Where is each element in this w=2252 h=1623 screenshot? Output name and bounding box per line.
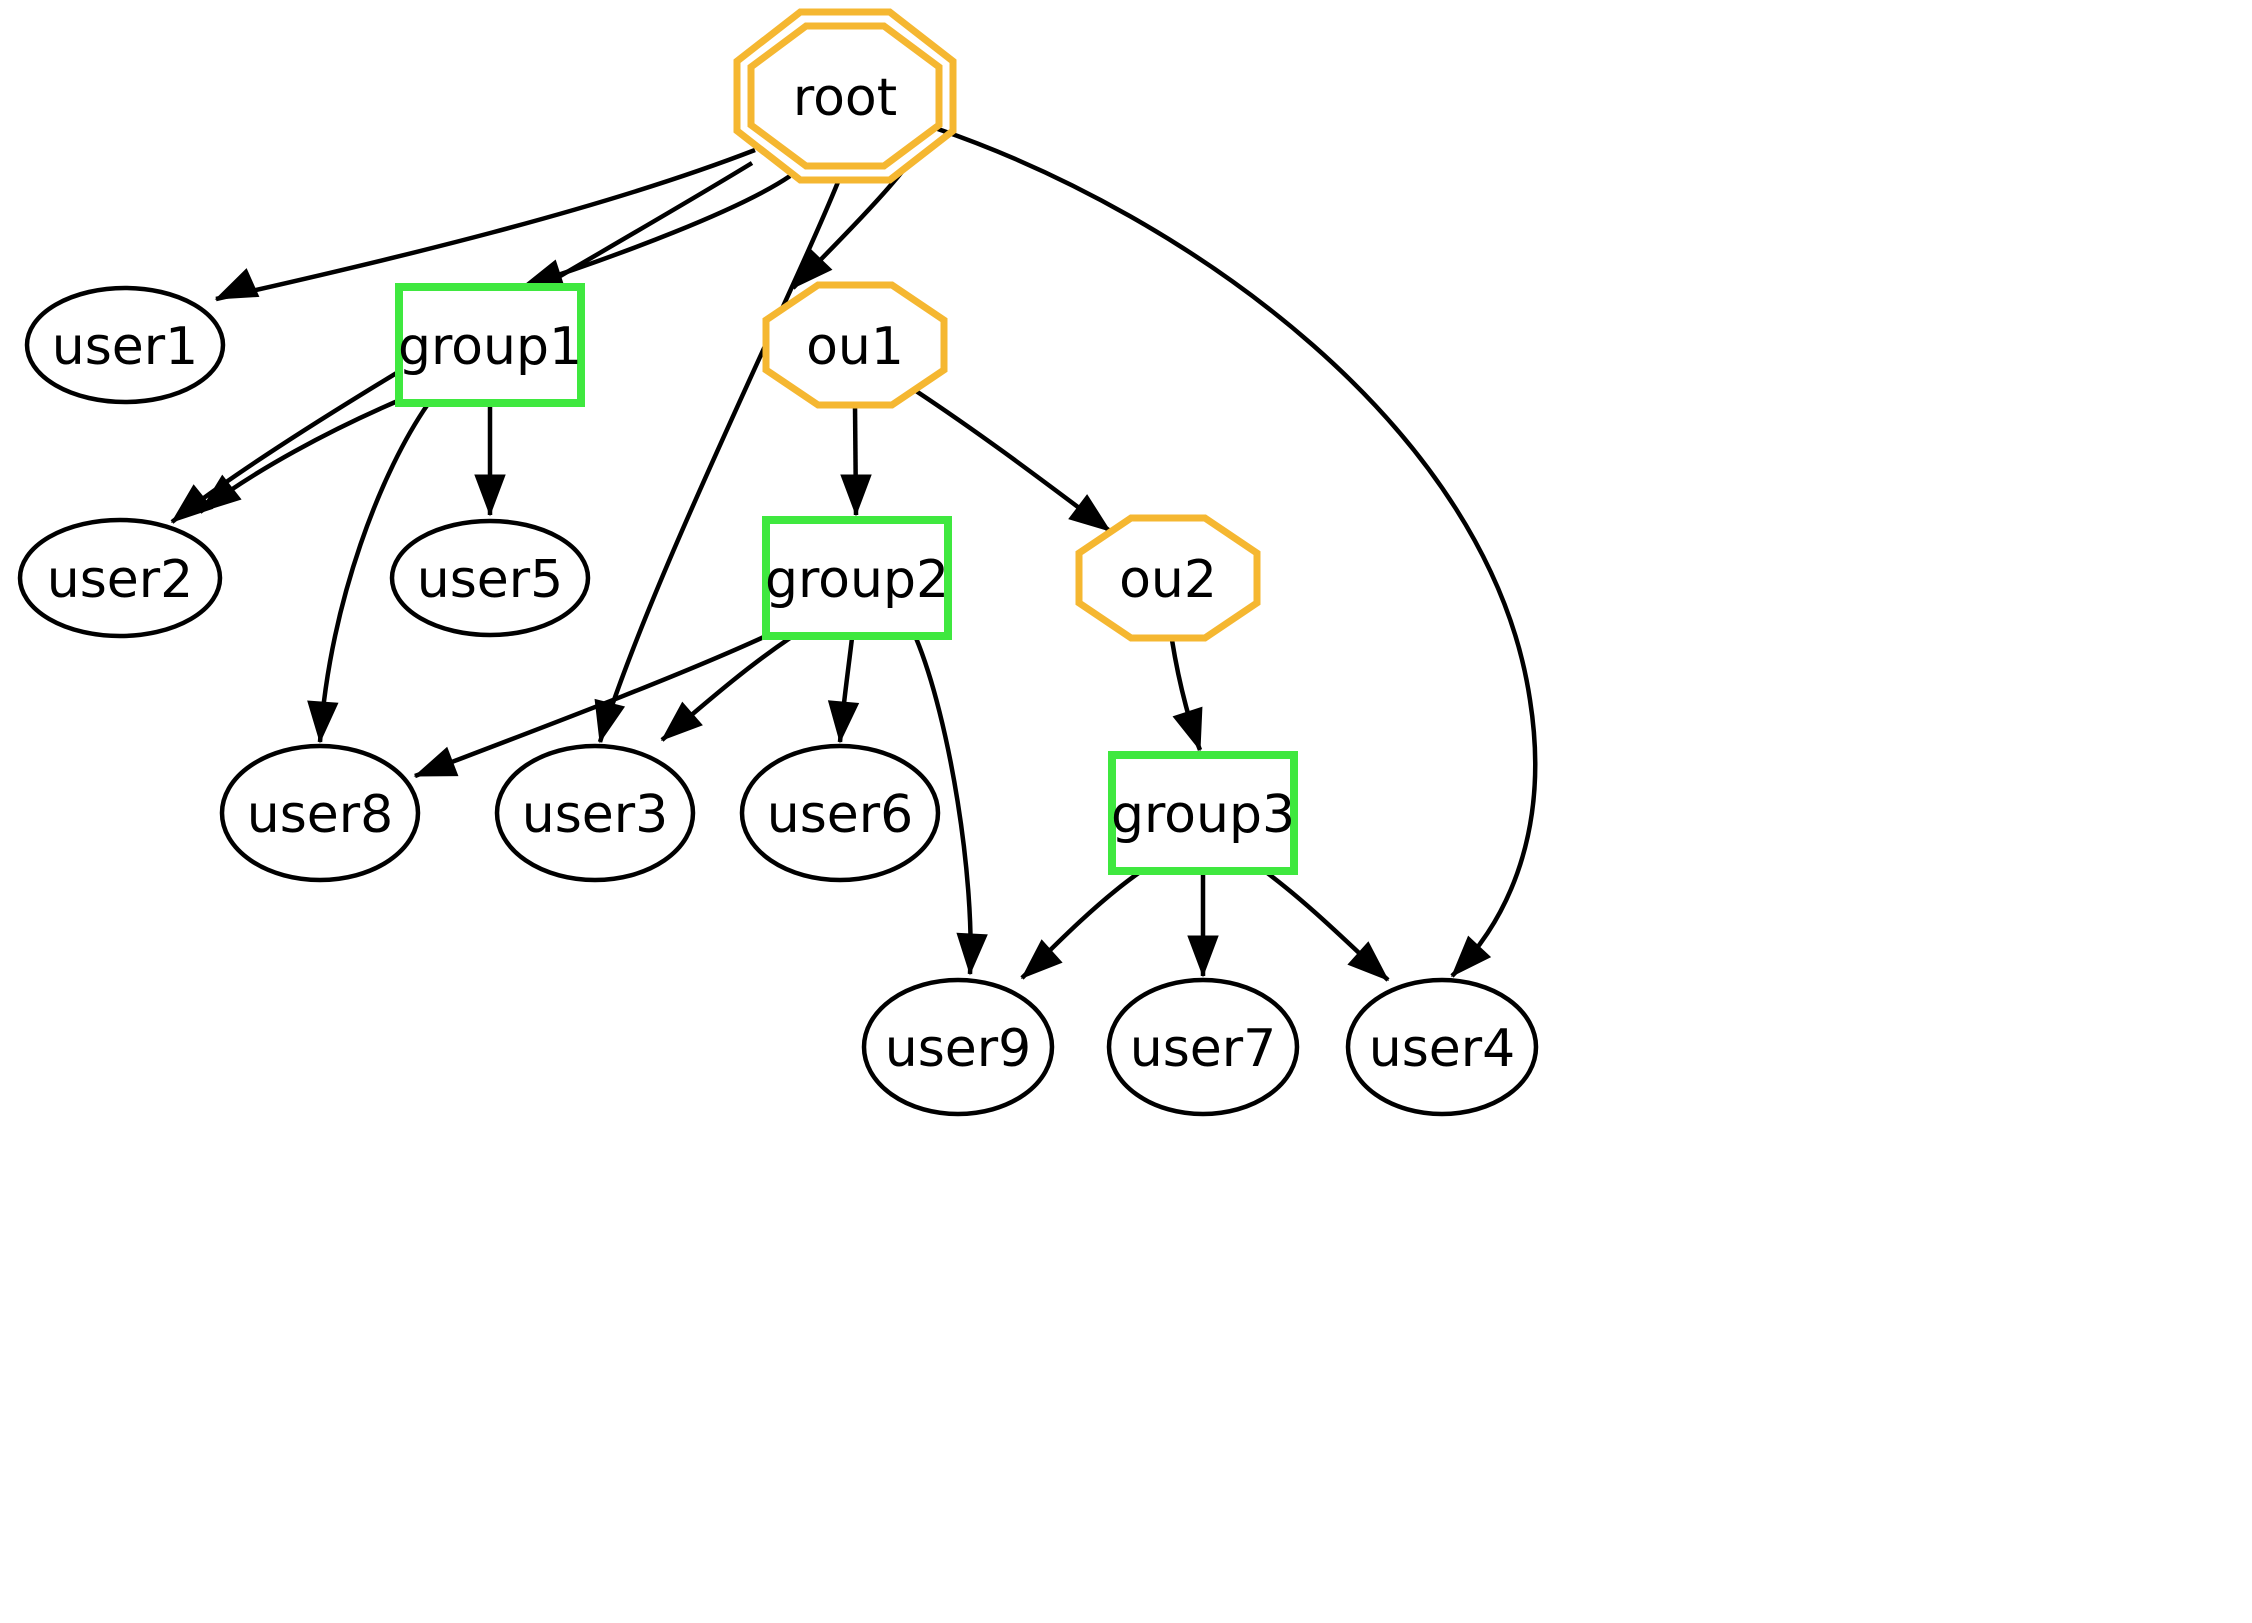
arrow-head [1172, 706, 1203, 752]
node-user2[interactable]: user2 [17, 517, 223, 639]
node-shape-ellipse[interactable] [1106, 977, 1300, 1117]
node-user5[interactable]: user5 [389, 518, 591, 638]
arrow-head [170, 484, 214, 523]
node-shape-box[interactable] [1108, 751, 1298, 875]
edge-group1-to-user5 [474, 404, 506, 517]
arrow-head [198, 474, 242, 513]
edge-group3-to-user9 [1020, 870, 1142, 980]
edge-group2-to-user9 [913, 637, 988, 976]
edge-ou2-to-group3 [1169, 639, 1203, 752]
node-shape-box[interactable] [762, 516, 952, 640]
arrow-head [956, 932, 988, 976]
edge-group1-to-user8 [307, 402, 430, 744]
node-label-user2: user2 [47, 550, 194, 610]
node-shape-octagon[interactable] [762, 281, 948, 409]
arrow-head [660, 701, 703, 741]
node-root[interactable]: root [733, 8, 957, 184]
node-user8[interactable]: user8 [219, 743, 421, 883]
node-shape-ellipse[interactable] [24, 285, 226, 405]
node-shape-octagon-outer [733, 8, 957, 184]
edge-group3-to-user4 [1264, 870, 1390, 982]
node-shape-octagon-inner[interactable] [747, 22, 943, 170]
node-shape-ellipse[interactable] [739, 743, 941, 883]
node-user7[interactable]: user7 [1106, 977, 1300, 1117]
node-user1[interactable]: user1 [24, 285, 226, 405]
node-user9[interactable]: user9 [861, 977, 1055, 1117]
node-shape-ellipse[interactable] [389, 518, 591, 638]
node-shape-octagon[interactable] [1075, 514, 1261, 642]
node-label-group3: group3 [1111, 785, 1295, 845]
arrow-head [214, 268, 260, 300]
node-label-root: root [793, 68, 897, 128]
edge-ou1-to-group2 [840, 404, 872, 517]
node-ou2[interactable]: ou2 [1075, 514, 1261, 642]
edge-root-to-ou1 [791, 166, 907, 290]
node-user6[interactable]: user6 [739, 743, 941, 883]
node-group2[interactable]: group2 [762, 516, 952, 640]
edge-group1-to-user2 [198, 397, 401, 514]
arrow-head [840, 474, 872, 517]
node-group1[interactable]: group1 [395, 283, 585, 407]
edge-root-to-user3 [594, 181, 841, 744]
edge-root-to-user4 [934, 125, 1538, 978]
node-shape-ellipse[interactable] [219, 743, 421, 883]
node-label-group2: group2 [765, 550, 949, 610]
node-label-user5: user5 [417, 550, 564, 610]
node-label-ou2: ou2 [1119, 550, 1217, 610]
edge-group2-to-user3 [660, 636, 792, 742]
arrow-head [827, 700, 860, 744]
node-group3[interactable]: group3 [1108, 751, 1298, 875]
edge-group2-to-user8 [413, 633, 767, 779]
node-label-user7: user7 [1130, 1019, 1277, 1079]
arrow-head [1068, 494, 1112, 532]
node-label-group1: group1 [398, 317, 582, 377]
arrow-head [307, 700, 339, 744]
node-shape-ellipse[interactable] [17, 517, 223, 639]
node-shape-box[interactable] [395, 283, 585, 407]
nodes-layer: root user1 group1 ou1 user2 user5 group2 ou2 use… [17, 8, 1539, 1117]
arrow-head [474, 474, 506, 517]
arrow-head [1020, 939, 1063, 979]
node-user4[interactable]: user4 [1345, 977, 1539, 1117]
node-label-user1: user1 [52, 317, 199, 377]
arrow-head [1451, 935, 1492, 978]
node-label-user9: user9 [885, 1019, 1032, 1079]
arrow-head [413, 746, 459, 777]
node-ou1[interactable]: ou1 [762, 281, 948, 409]
edge-group2-to-user6 [827, 637, 860, 744]
node-shape-ellipse[interactable] [861, 977, 1055, 1117]
arrow-head [1347, 941, 1390, 981]
node-shape-ellipse[interactable] [494, 743, 696, 883]
node-label-user8: user8 [247, 785, 394, 845]
node-label-user4: user4 [1369, 1019, 1516, 1079]
edge-ou1-to-ou2 [914, 389, 1112, 533]
edge-root-to-group1 [520, 174, 792, 290]
edges-layer [170, 125, 1538, 982]
arrow-head [792, 247, 833, 290]
node-label-user6: user6 [767, 785, 914, 845]
edge-root-to-user1 [214, 147, 756, 302]
node-shape-ellipse[interactable] [1345, 977, 1539, 1117]
edge-group3-to-user7 [1187, 872, 1219, 978]
node-user3[interactable]: user3 [494, 743, 696, 883]
node-label-user3: user3 [522, 785, 669, 845]
node-label-ou1: ou1 [806, 317, 904, 377]
arrow-head [1187, 935, 1219, 978]
